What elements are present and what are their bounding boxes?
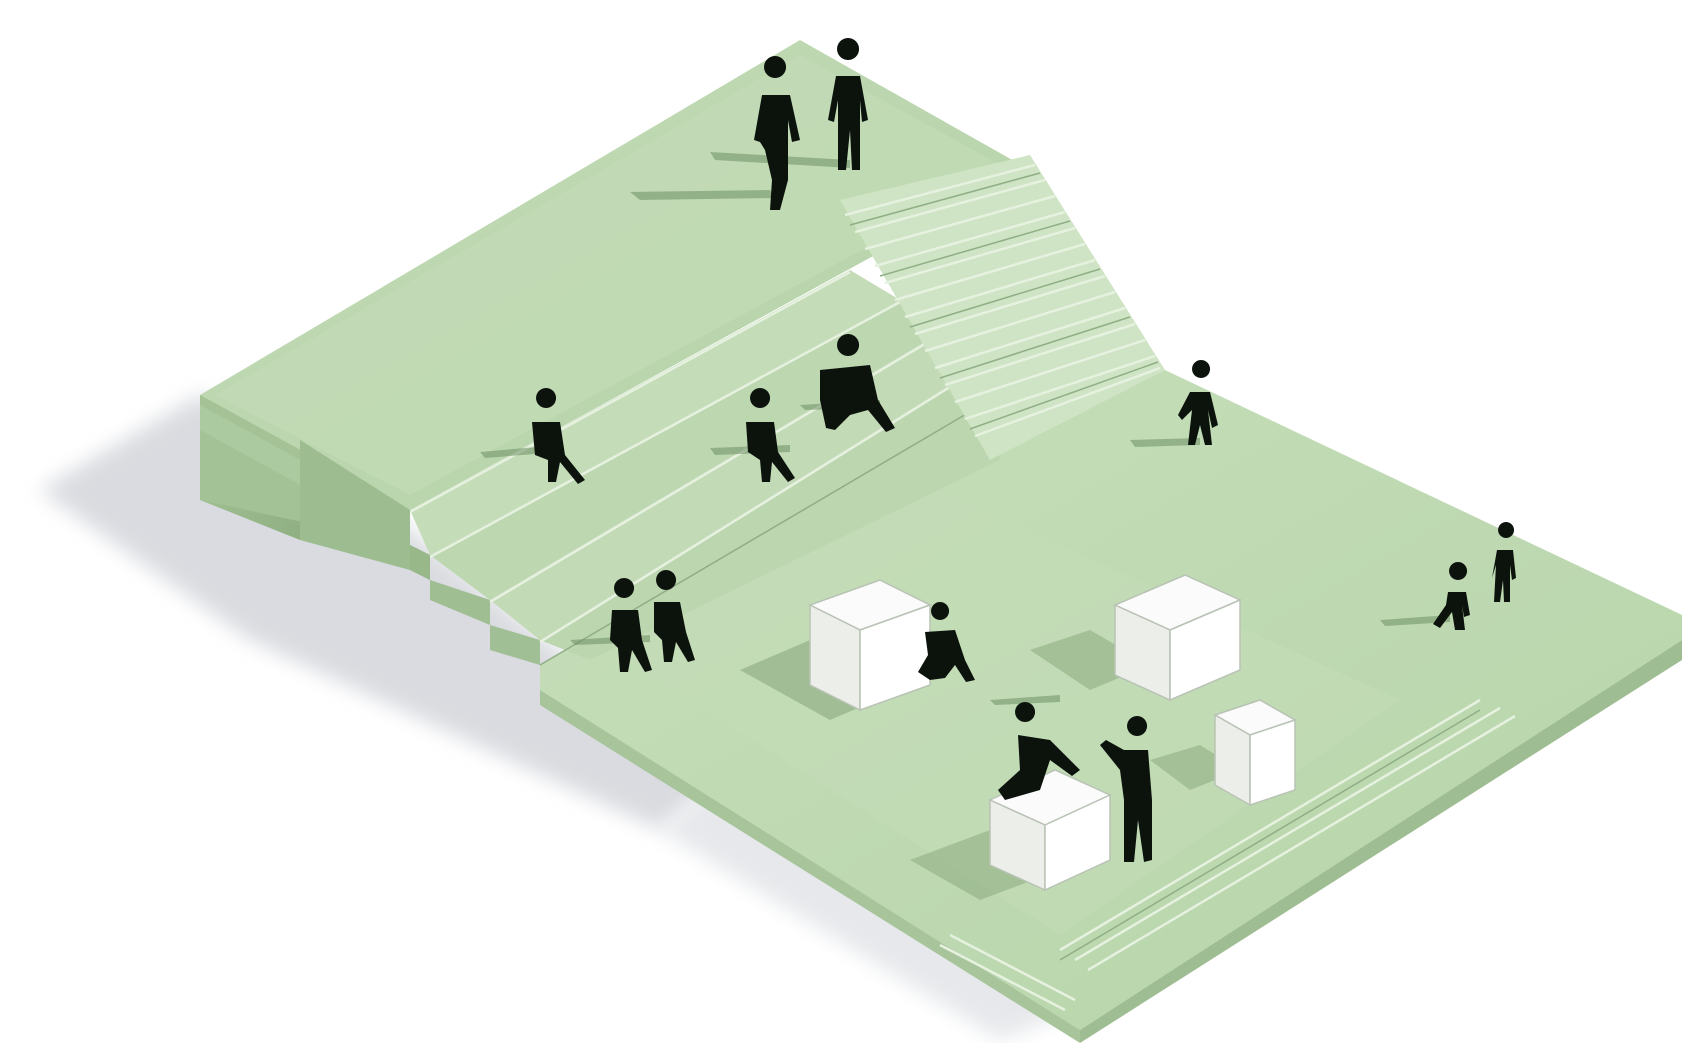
walking-figure	[1433, 562, 1470, 630]
seated-figure	[610, 578, 652, 672]
seated-figure	[820, 334, 895, 432]
seated-figure	[746, 388, 795, 482]
standing-figure	[754, 56, 800, 210]
stairway	[840, 155, 1165, 460]
seated-figure	[532, 388, 585, 484]
cube-block	[808, 579, 932, 712]
cube-block	[1113, 574, 1242, 702]
seated-figure	[654, 570, 695, 662]
leaning-figure	[998, 702, 1080, 800]
crouching-figure	[918, 602, 975, 682]
walking-figure	[1178, 360, 1218, 445]
cube-block	[988, 769, 1112, 892]
standing-figure	[1100, 716, 1152, 862]
standing-figure	[1492, 522, 1516, 602]
cube-block	[1213, 699, 1297, 807]
standing-figure	[828, 38, 868, 170]
